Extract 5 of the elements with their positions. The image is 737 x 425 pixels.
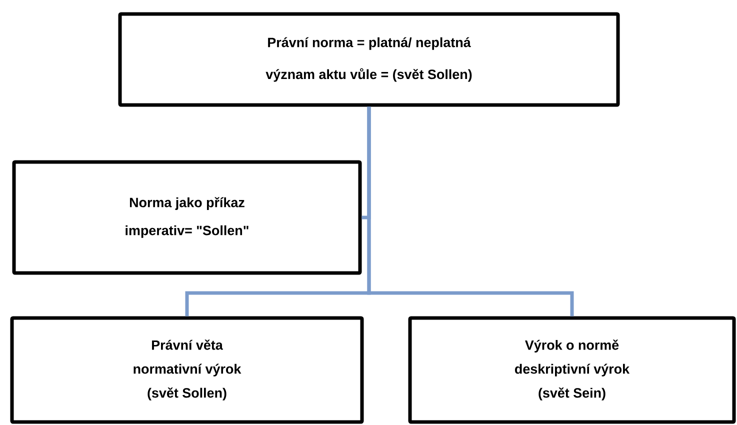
text-box: Právní věta normativní výrok (svět Sollen) <box>10 316 364 424</box>
text-box: Norma jako příkaz imperativ= "Sollen" <box>12 160 362 275</box>
text-box: Výrok o normě deskriptivní výrok (svět Sein) <box>408 316 736 424</box>
text-box: Právní norma = platná/ neplatná význam aktu vůle = (svět Sollen) <box>118 12 620 107</box>
connector-line <box>367 106 574 316</box>
